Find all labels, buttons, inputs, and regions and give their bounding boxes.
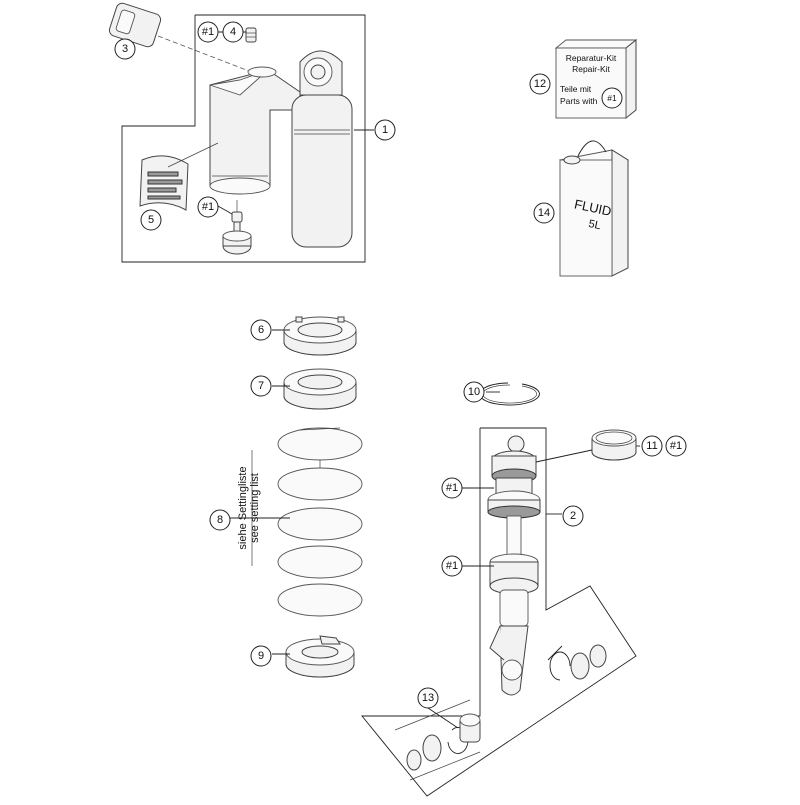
ref-callout-top: #1 [197,21,219,43]
repair-kit-box-part: Reparatur-Kit Repair-Kit Teile mit Parts… [554,38,638,120]
svg-text:4: 4 [230,26,236,38]
callout-14: 14 [533,202,555,224]
callout-2: 2 [562,505,584,527]
svg-text:9: 9 [258,650,264,662]
callout-13: 13 [417,687,439,709]
callout-12: 12 [529,73,551,95]
coil-spring-part [277,427,363,617]
spring-retainer-upper-part [283,316,357,356]
svg-text:13: 13 [422,692,434,704]
repair-kit-ref: #1 [607,93,617,103]
ref-callout-piston-lower: #1 [441,555,463,577]
repair-kit-note-en: Parts with [560,96,598,106]
svg-text:5: 5 [148,214,154,226]
fluid-can-volume: 5L [587,218,601,232]
label-sticker-part [139,142,219,211]
svg-text:12: 12 [534,78,546,90]
callout-7: 7 [250,375,272,397]
valve-part [222,200,252,255]
ref-callout-valve: #1 [197,196,219,218]
svg-text:14: 14 [538,207,550,219]
shock-body-part [291,50,353,248]
callout-8: 8 [209,509,231,531]
callout-5: 5 [140,209,162,231]
spring-note-de: siehe Settingliste [237,466,249,549]
spring-retainer-lower-part [283,368,357,410]
spring-note-en: see setting list [249,473,261,543]
svg-text:#1: #1 [202,26,214,38]
svg-text:#1: #1 [202,201,214,213]
reservoir-body-part [209,66,301,195]
svg-text:7: 7 [258,380,264,392]
rod-end-bearing-parts [394,644,607,781]
spring-seat-part [285,635,355,678]
leader-lines [217,31,640,729]
spring-note: siehe Settingliste see setting list [237,450,261,566]
reservoir-cap-part [108,2,263,77]
callout-1: 1 [374,119,396,141]
ref-callout-piston-upper: #1 [441,477,463,499]
svg-text:3: 3 [122,43,128,55]
svg-text:11: 11 [646,440,657,452]
ref-callout-bushing: #1 [665,435,687,457]
callout-6: 6 [250,319,272,341]
small-plug-part [245,27,257,43]
svg-text:6: 6 [258,324,264,336]
callout-3: 3 [114,38,136,60]
piston-rod-part [487,435,541,696]
svg-text:10: 10 [468,386,480,398]
repair-kit-note-de: Teile mit [560,84,592,94]
svg-text:1: 1 [382,124,388,136]
fluid-can-part: FLUID 5L [558,140,630,277]
svg-text:#1: #1 [446,482,458,494]
callout-9: 9 [250,645,272,667]
repair-kit-title-en: Repair-Kit [572,64,610,74]
repair-kit-title-de: Reparatur-Kit [566,53,617,63]
svg-text:#1: #1 [446,560,458,572]
callout-11: 11 [641,435,663,457]
callout-4: 4 [222,21,244,43]
circlip-part [478,382,540,406]
group-box-damper [121,14,366,263]
svg-text:2: 2 [570,510,576,522]
bushing-part [591,429,637,461]
svg-text:8: 8 [217,514,223,526]
svg-text:#1: #1 [670,440,682,452]
callout-10: 10 [463,381,485,403]
